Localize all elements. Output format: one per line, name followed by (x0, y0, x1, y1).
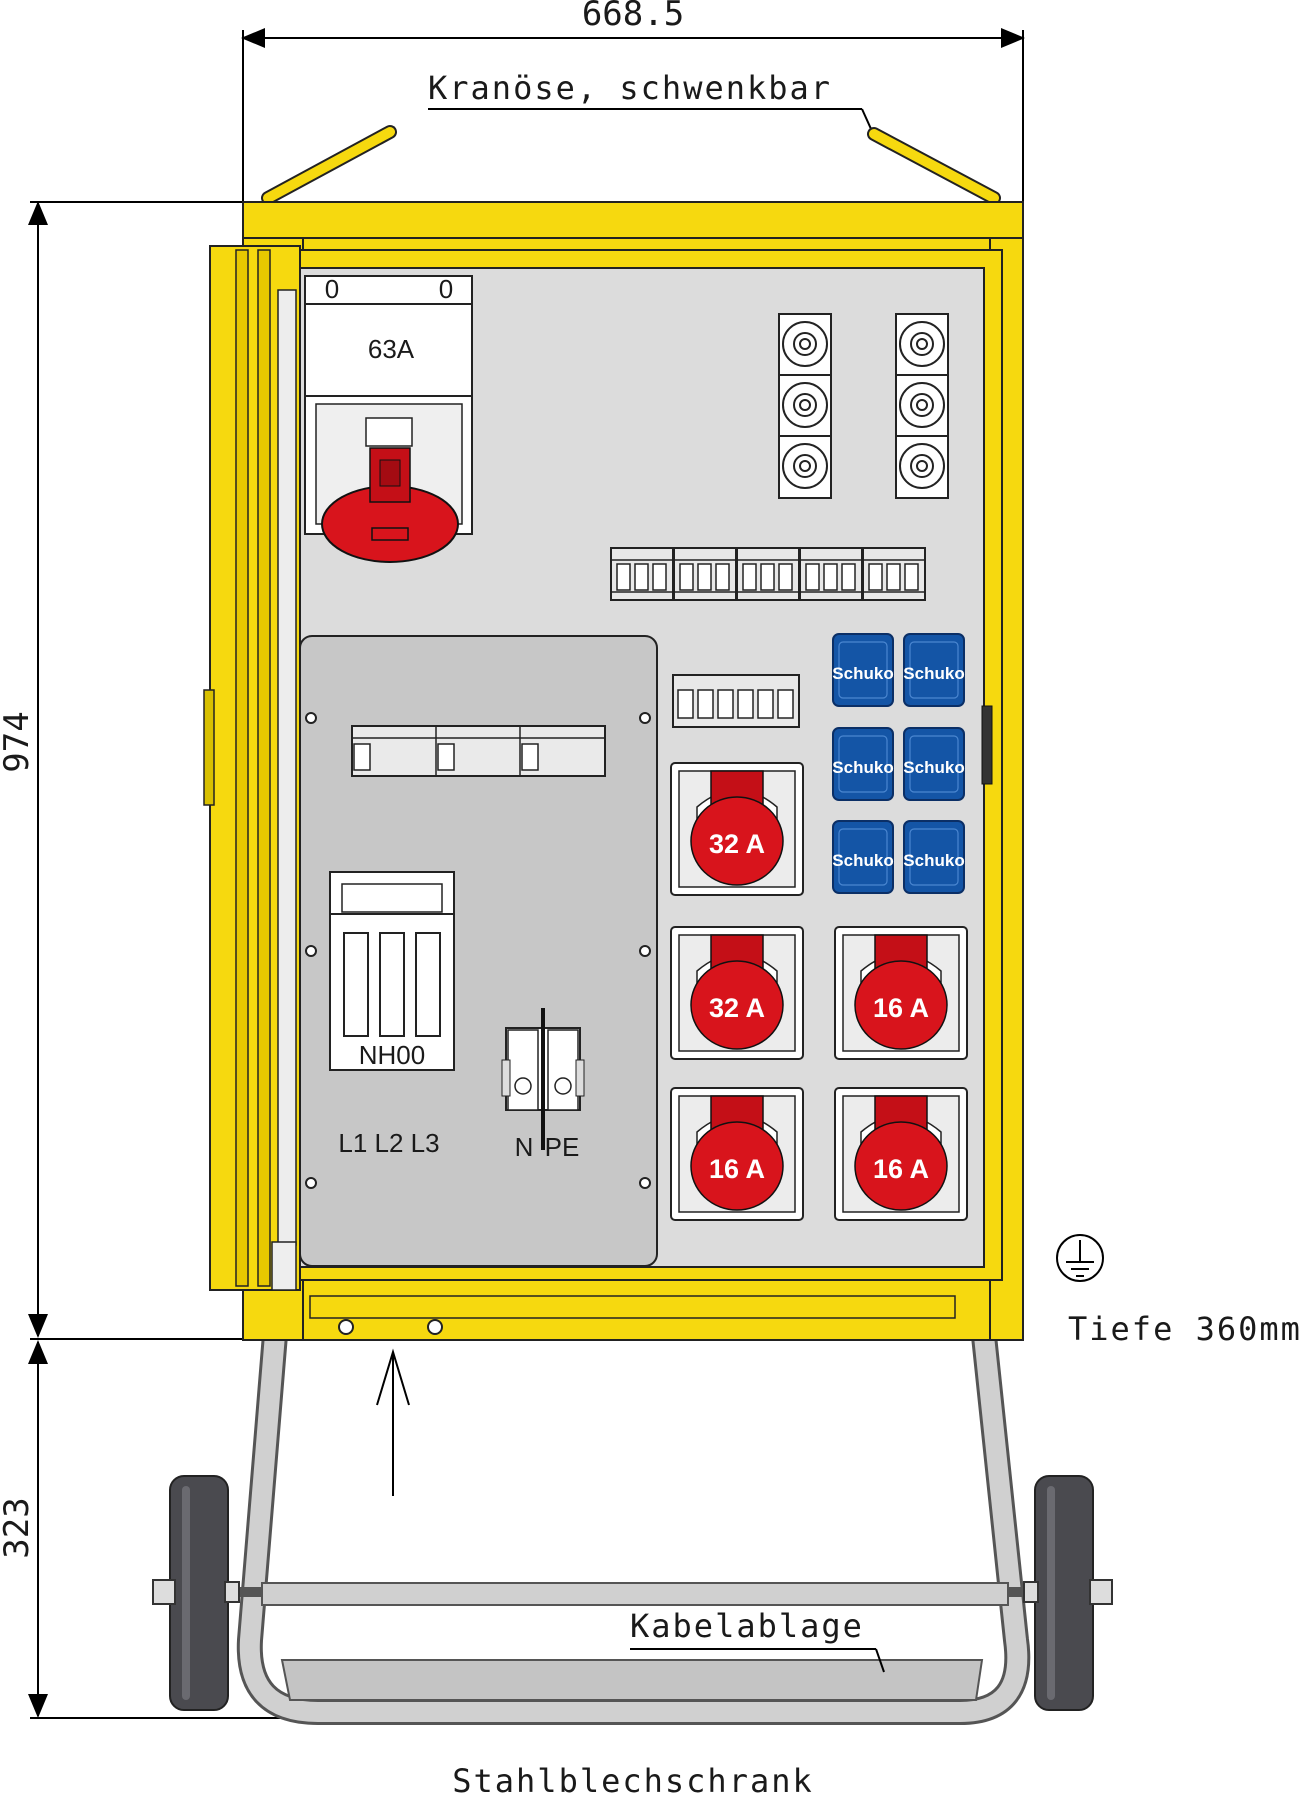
svg-text:Schuko: Schuko (832, 664, 893, 683)
cable-tray-callout: Kabelablage (630, 1607, 885, 1673)
cee-socket: 16 A (834, 926, 968, 1060)
schuko-socket: Schuko (832, 727, 894, 801)
svg-text:16 A: 16 A (873, 993, 929, 1023)
frame-height-value: 323 (0, 1497, 37, 1558)
door-hinge-left (203, 245, 301, 1291)
meter-panel: NH00 L1 L2 L3 N PE (299, 635, 658, 1267)
schuko-socket: Schuko (832, 820, 894, 894)
depth-label: Tiefe 360mm (1068, 1310, 1301, 1348)
nh-fuse-base: NH00 (329, 871, 455, 1071)
crane-eye-right (867, 127, 1001, 205)
svg-text:Schuko: Schuko (832, 758, 893, 777)
crane-eye-label: Kranöse, schwenkbar (428, 69, 832, 107)
cee-socket: 16 A (670, 1087, 804, 1221)
schuko-socket: Schuko (903, 820, 965, 894)
svg-text:Schuko: Schuko (903, 758, 964, 777)
svg-text:16 A: 16 A (709, 1154, 765, 1184)
switch-rating: 63A (368, 334, 415, 364)
cee-socket: 16 A (834, 1087, 968, 1221)
schuko-socket: Schuko (903, 727, 965, 801)
cabinet-height-value: 974 (0, 711, 37, 772)
fuse-holder-stack-2 (895, 313, 949, 499)
svg-text:16 A: 16 A (873, 1154, 929, 1184)
caption: Stahlblechschrank (452, 1762, 814, 1796)
circuit-breaker-group (672, 674, 800, 728)
wheel-right (1023, 1475, 1113, 1711)
fuse-holder-stack-1 (778, 313, 832, 499)
cable-entry-arrow-icon (376, 1348, 410, 1496)
fuse-type-label: NH00 (359, 1040, 425, 1070)
switch-position-right: 0 (439, 274, 453, 304)
switch-position-left: 0 (325, 274, 339, 304)
wheel-left (152, 1475, 240, 1711)
phase-labels: L1 L2 L3 (338, 1128, 439, 1158)
n-pe-terminals: N PE (501, 1008, 585, 1162)
dimension-width: 668.5 (241, 0, 1025, 205)
neutral-terminal-label: N (515, 1132, 534, 1162)
dimension-frame-height: 323 (0, 1340, 300, 1719)
svg-text:Schuko: Schuko (903, 664, 964, 683)
schuko-socket: Schuko (832, 633, 894, 707)
dimension-cabinet-height: 974 (0, 201, 243, 1340)
main-switch: 0 0 63A (304, 274, 473, 563)
cee-sockets: 32 A 32 A 16 A 16 A 16 A (670, 762, 968, 1221)
width-value: 668.5 (582, 0, 684, 34)
cee-socket: 32 A (670, 762, 804, 896)
trolley-frame (156, 1296, 1112, 1725)
cee-socket: 32 A (670, 926, 804, 1060)
rcd-breaker-row (610, 547, 926, 601)
door-latch-right (981, 705, 993, 785)
svg-text:Schuko: Schuko (832, 851, 893, 870)
earth-symbol-icon (1056, 1234, 1104, 1282)
svg-text:32 A: 32 A (709, 993, 765, 1023)
cable-tray-label: Kabelablage (630, 1607, 864, 1645)
schuko-socket: Schuko (903, 633, 965, 707)
svg-text:32 A: 32 A (709, 829, 765, 859)
svg-text:Schuko: Schuko (903, 851, 964, 870)
breaker-rail (351, 725, 606, 777)
crane-eye-left (261, 125, 397, 205)
schuko-sockets: Schuko Schuko Schuko Schuko Schuko Schuk… (832, 633, 965, 894)
earth-terminal-label: PE (545, 1132, 580, 1162)
crane-eye-callout: Kranöse, schwenkbar (428, 69, 877, 141)
